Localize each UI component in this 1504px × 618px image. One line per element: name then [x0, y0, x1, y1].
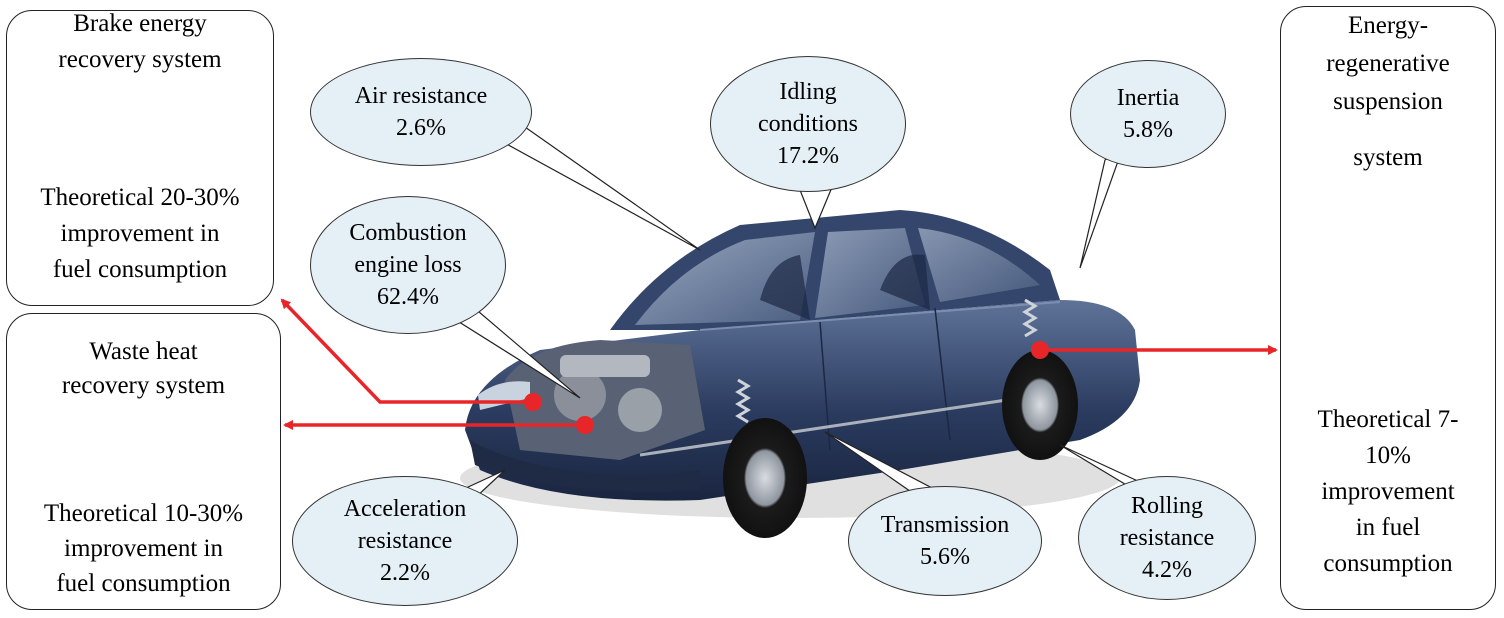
bubble-label: Inertia [1116, 85, 1180, 111]
car-illustration [460, 210, 1140, 538]
bubble-idling-conditions: Idling conditions 17.2% [710, 56, 906, 192]
brake-source-dot [524, 393, 542, 411]
suspension-box-title-line1: Energy- [1347, 12, 1429, 39]
suspension-box-improvement-line2: 10% [1365, 442, 1411, 469]
brake-box-improvement-line3: fuel consumption [52, 256, 228, 283]
heat-source-dot [576, 416, 594, 434]
bubble-label: Combustion [349, 220, 467, 246]
bubble-air-resistance: Air resistance 2.6% [310, 58, 532, 166]
suspension-box-title-line3: suspension [1333, 88, 1443, 115]
bubble-label: Rolling [1130, 493, 1203, 519]
bubble-label: Transmission [880, 512, 1010, 538]
suspension-box-improvement-line1: Theoretical 7- [1317, 406, 1459, 433]
brake-box-improvement-line1: Theoretical 20-30% [40, 184, 240, 211]
waste-heat-recovery-box [6, 313, 281, 610]
suspension-box-improvement-line3: improvement [1321, 478, 1455, 505]
heat-box-improvement-line1: Theoretical 10-30% [43, 500, 244, 527]
bubble-value: 5.8% [1123, 117, 1173, 143]
suspension-box-improvement-line4: in fuel [1355, 514, 1421, 541]
brake-box-title-line1: Brake energy [73, 10, 207, 37]
bubble-label: resistance [1119, 525, 1215, 551]
brake-box-improvement-line2: improvement in [60, 220, 220, 247]
heat-box-title-line2: recovery system [61, 372, 226, 399]
suspension-box-title-line4: system [1353, 144, 1423, 171]
bubble-combustion-engine-loss: Combustion engine loss 62.4% [310, 196, 506, 334]
bubble-label: resistance [357, 528, 453, 554]
heat-box-title-line1: Waste heat [89, 338, 198, 365]
brake-energy-recovery-box [6, 10, 274, 306]
bubble-value: 2.2% [380, 560, 430, 586]
bubble-inertia: Inertia 5.8% [1070, 60, 1226, 168]
bubble-label: conditions [758, 111, 858, 137]
brake-box-title-line2: recovery system [58, 46, 222, 73]
bubble-rolling-resistance: Rolling resistance 4.2% [1078, 476, 1256, 600]
bubble-value: 62.4% [377, 284, 439, 310]
regenerative-suspension-box [1280, 6, 1496, 610]
bubble-value: 5.6% [920, 544, 970, 570]
bubble-value: 4.2% [1142, 557, 1192, 583]
suspension-source-dot [1031, 341, 1049, 359]
bubble-acceleration-resistance: Acceleration resistance 2.2% [292, 476, 518, 606]
bubble-label: Idling [779, 79, 837, 105]
energy-flow-arrows [280, 298, 1278, 430]
bubble-label: engine loss [354, 252, 462, 278]
bubble-value: 17.2% [777, 143, 839, 169]
bubble-label: Air resistance [354, 83, 488, 109]
suspension-box-title-line2: regenerative [1326, 50, 1450, 77]
heat-box-improvement-line2: improvement in [64, 535, 223, 562]
bubble-transmission: Transmission 5.6% [848, 486, 1042, 596]
suspension-box-improvement-line5: consumption [1323, 550, 1453, 577]
bubble-value: 2.6% [396, 115, 446, 141]
bubble-label: Acceleration [343, 496, 467, 522]
heat-box-improvement-line3: fuel consumption [56, 570, 231, 597]
